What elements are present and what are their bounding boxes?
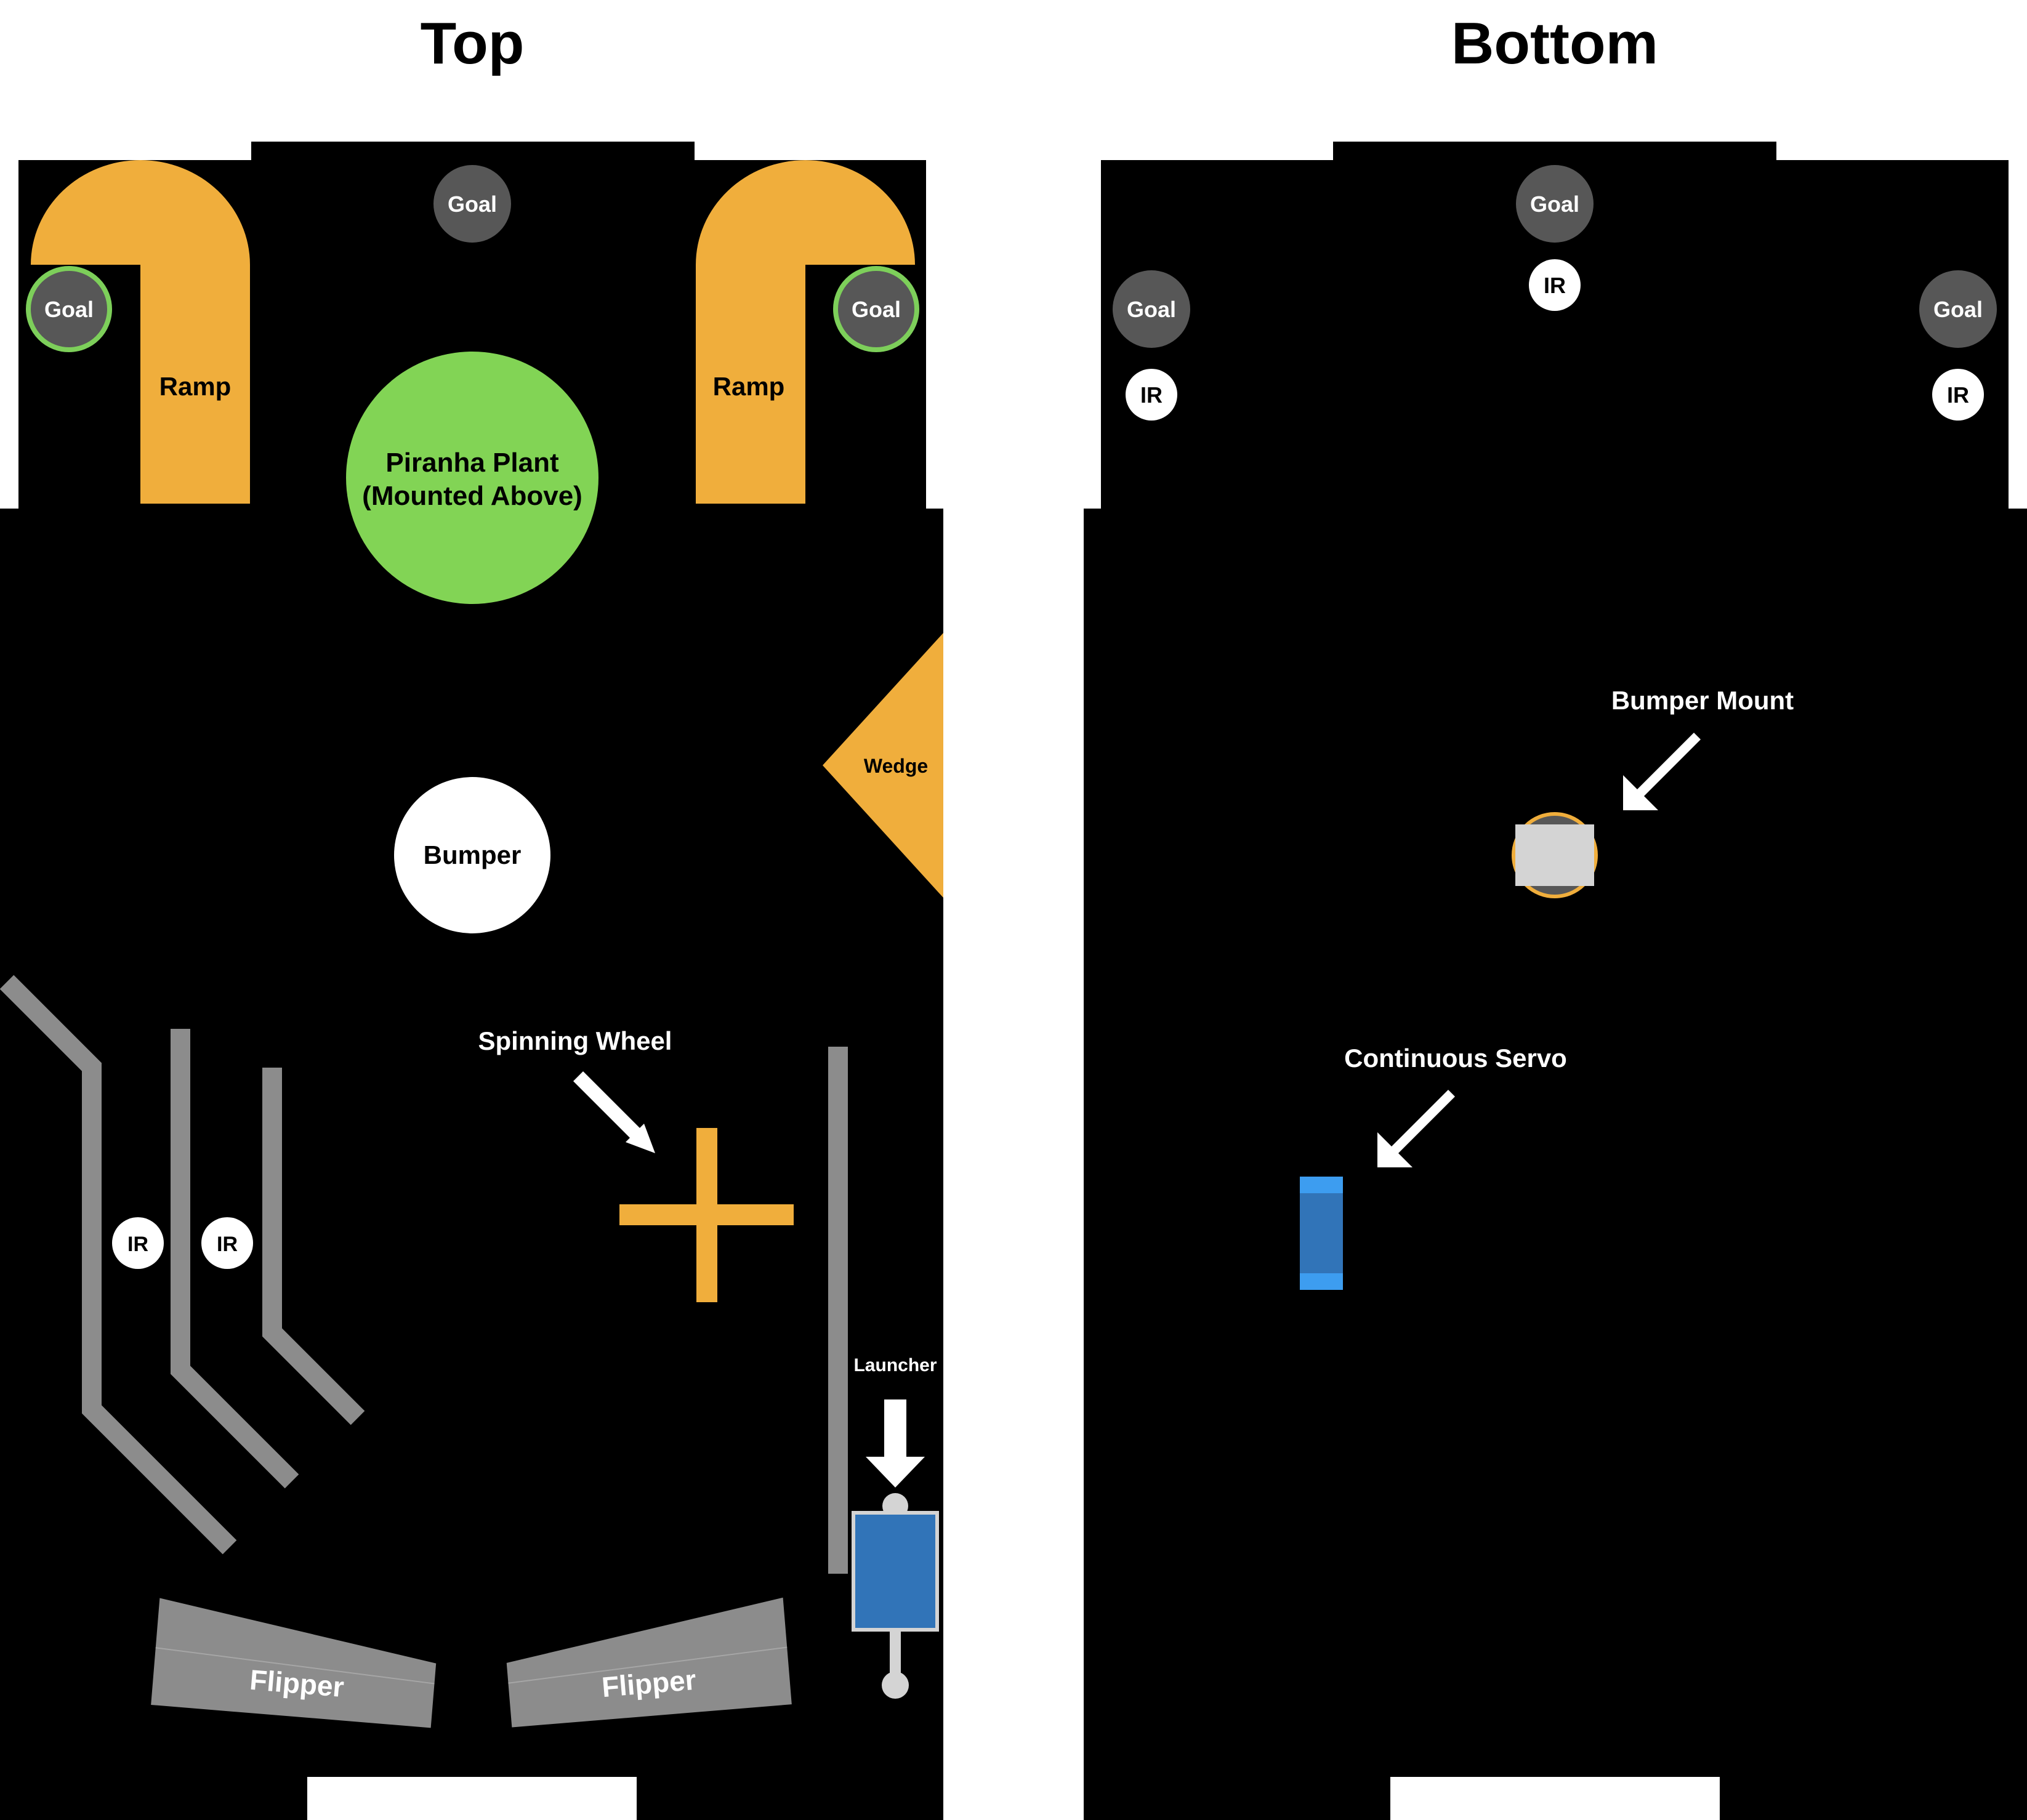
top-board: Ramp Ramp Goal Goal Goal Piranha Plant (… (0, 142, 943, 1820)
bottom-board: Goal Goal Goal IR IR IR Bumper Mount Con… (1084, 142, 2027, 1820)
lane-rail-left (0, 975, 237, 1555)
goal-top-left-label: Goal (44, 297, 94, 322)
continuous-servo-arrow (1377, 1090, 1455, 1167)
ir-sensor-lane-2-label: IR (217, 1233, 238, 1256)
bottom-ir-left (1126, 369, 1177, 421)
spinning-wheel-arrow (573, 1071, 655, 1153)
wedge (823, 633, 943, 898)
bottom-goal-center-label: Goal (1530, 191, 1579, 217)
bottom-goal-left (1113, 270, 1190, 348)
continuous-servo-body (1300, 1177, 1343, 1290)
ramp-right-label: Ramp (713, 372, 785, 401)
wedge-label: Wedge (864, 755, 928, 777)
bumper-mount-label: Bumper Mount (1611, 686, 1794, 715)
bottom-goal-right-label: Goal (1933, 297, 1983, 322)
ir-sensor-lane-2 (201, 1217, 253, 1269)
flipper-left-body (151, 1598, 437, 1728)
bottom-ir-right-label: IR (1947, 382, 1969, 408)
goal-top-right (833, 266, 919, 352)
flipper-right (506, 1597, 792, 1728)
ir-sensor-lane-1 (112, 1217, 164, 1269)
spinning-wheel-horizontal (619, 1204, 794, 1225)
spinning-wheel-label: Spinning Wheel (478, 1026, 672, 1055)
launcher-solenoid (852, 1511, 939, 1632)
bottom-ir-center (1529, 259, 1581, 311)
lane-rails (0, 975, 848, 1574)
bottom-ir-left-label: IR (1140, 382, 1163, 408)
continuous-servo-bottom-cap (1300, 1273, 1343, 1290)
launcher-plunger (852, 1493, 939, 1699)
bumper (394, 777, 550, 933)
bottom-goal-center (1516, 165, 1594, 243)
piranha-plant-label-line1: Piranha Plant (385, 448, 559, 478)
ramp-left-label: Ramp (159, 372, 232, 401)
ramp-right (696, 160, 915, 504)
ramp-left (31, 160, 250, 504)
flipper-left (151, 1598, 437, 1728)
plunger-shaft (890, 1625, 901, 1680)
flipper-left-label: Flipper (249, 1664, 345, 1703)
flipper-right-body (506, 1597, 792, 1728)
launcher-arrow (866, 1399, 925, 1488)
flipper-right-seam (508, 1646, 788, 1684)
piranha-plant (346, 352, 598, 604)
lane-rail-middle (171, 1029, 299, 1489)
goal-top-center (433, 165, 511, 243)
top-board-outline (0, 142, 943, 1820)
bumper-label: Bumper (424, 840, 522, 869)
launcher-label: Launcher (853, 1355, 937, 1375)
ir-sensor-lane-1-label: IR (127, 1233, 148, 1256)
bumper-mount-plate (1515, 824, 1594, 886)
top-title: Top (421, 10, 525, 76)
goal-top-right-label: Goal (852, 297, 901, 322)
plunger-bottom-knob (882, 1672, 909, 1699)
piranha-plant-label-line2: (Mounted Above) (362, 481, 582, 511)
goal-top-left (26, 266, 112, 352)
bottom-ir-center-label: IR (1544, 273, 1566, 298)
lane-rail-right (262, 1068, 365, 1425)
bottom-goal-right (1919, 270, 1997, 348)
continuous-servo-top-cap (1300, 1177, 1343, 1193)
bottom-goal-left-label: Goal (1127, 297, 1176, 322)
bottom-title: Bottom (1451, 10, 1658, 76)
bottom-board-outline (1084, 142, 2027, 1820)
flipper-right-label: Flipper (600, 1664, 697, 1703)
bumper-mount-arrow (1623, 733, 1701, 810)
goal-top-center-label: Goal (448, 191, 497, 217)
bottom-ir-right (1932, 369, 1984, 421)
continuous-servo-label: Continuous Servo (1344, 1044, 1567, 1073)
flipper-left-seam (155, 1647, 435, 1685)
